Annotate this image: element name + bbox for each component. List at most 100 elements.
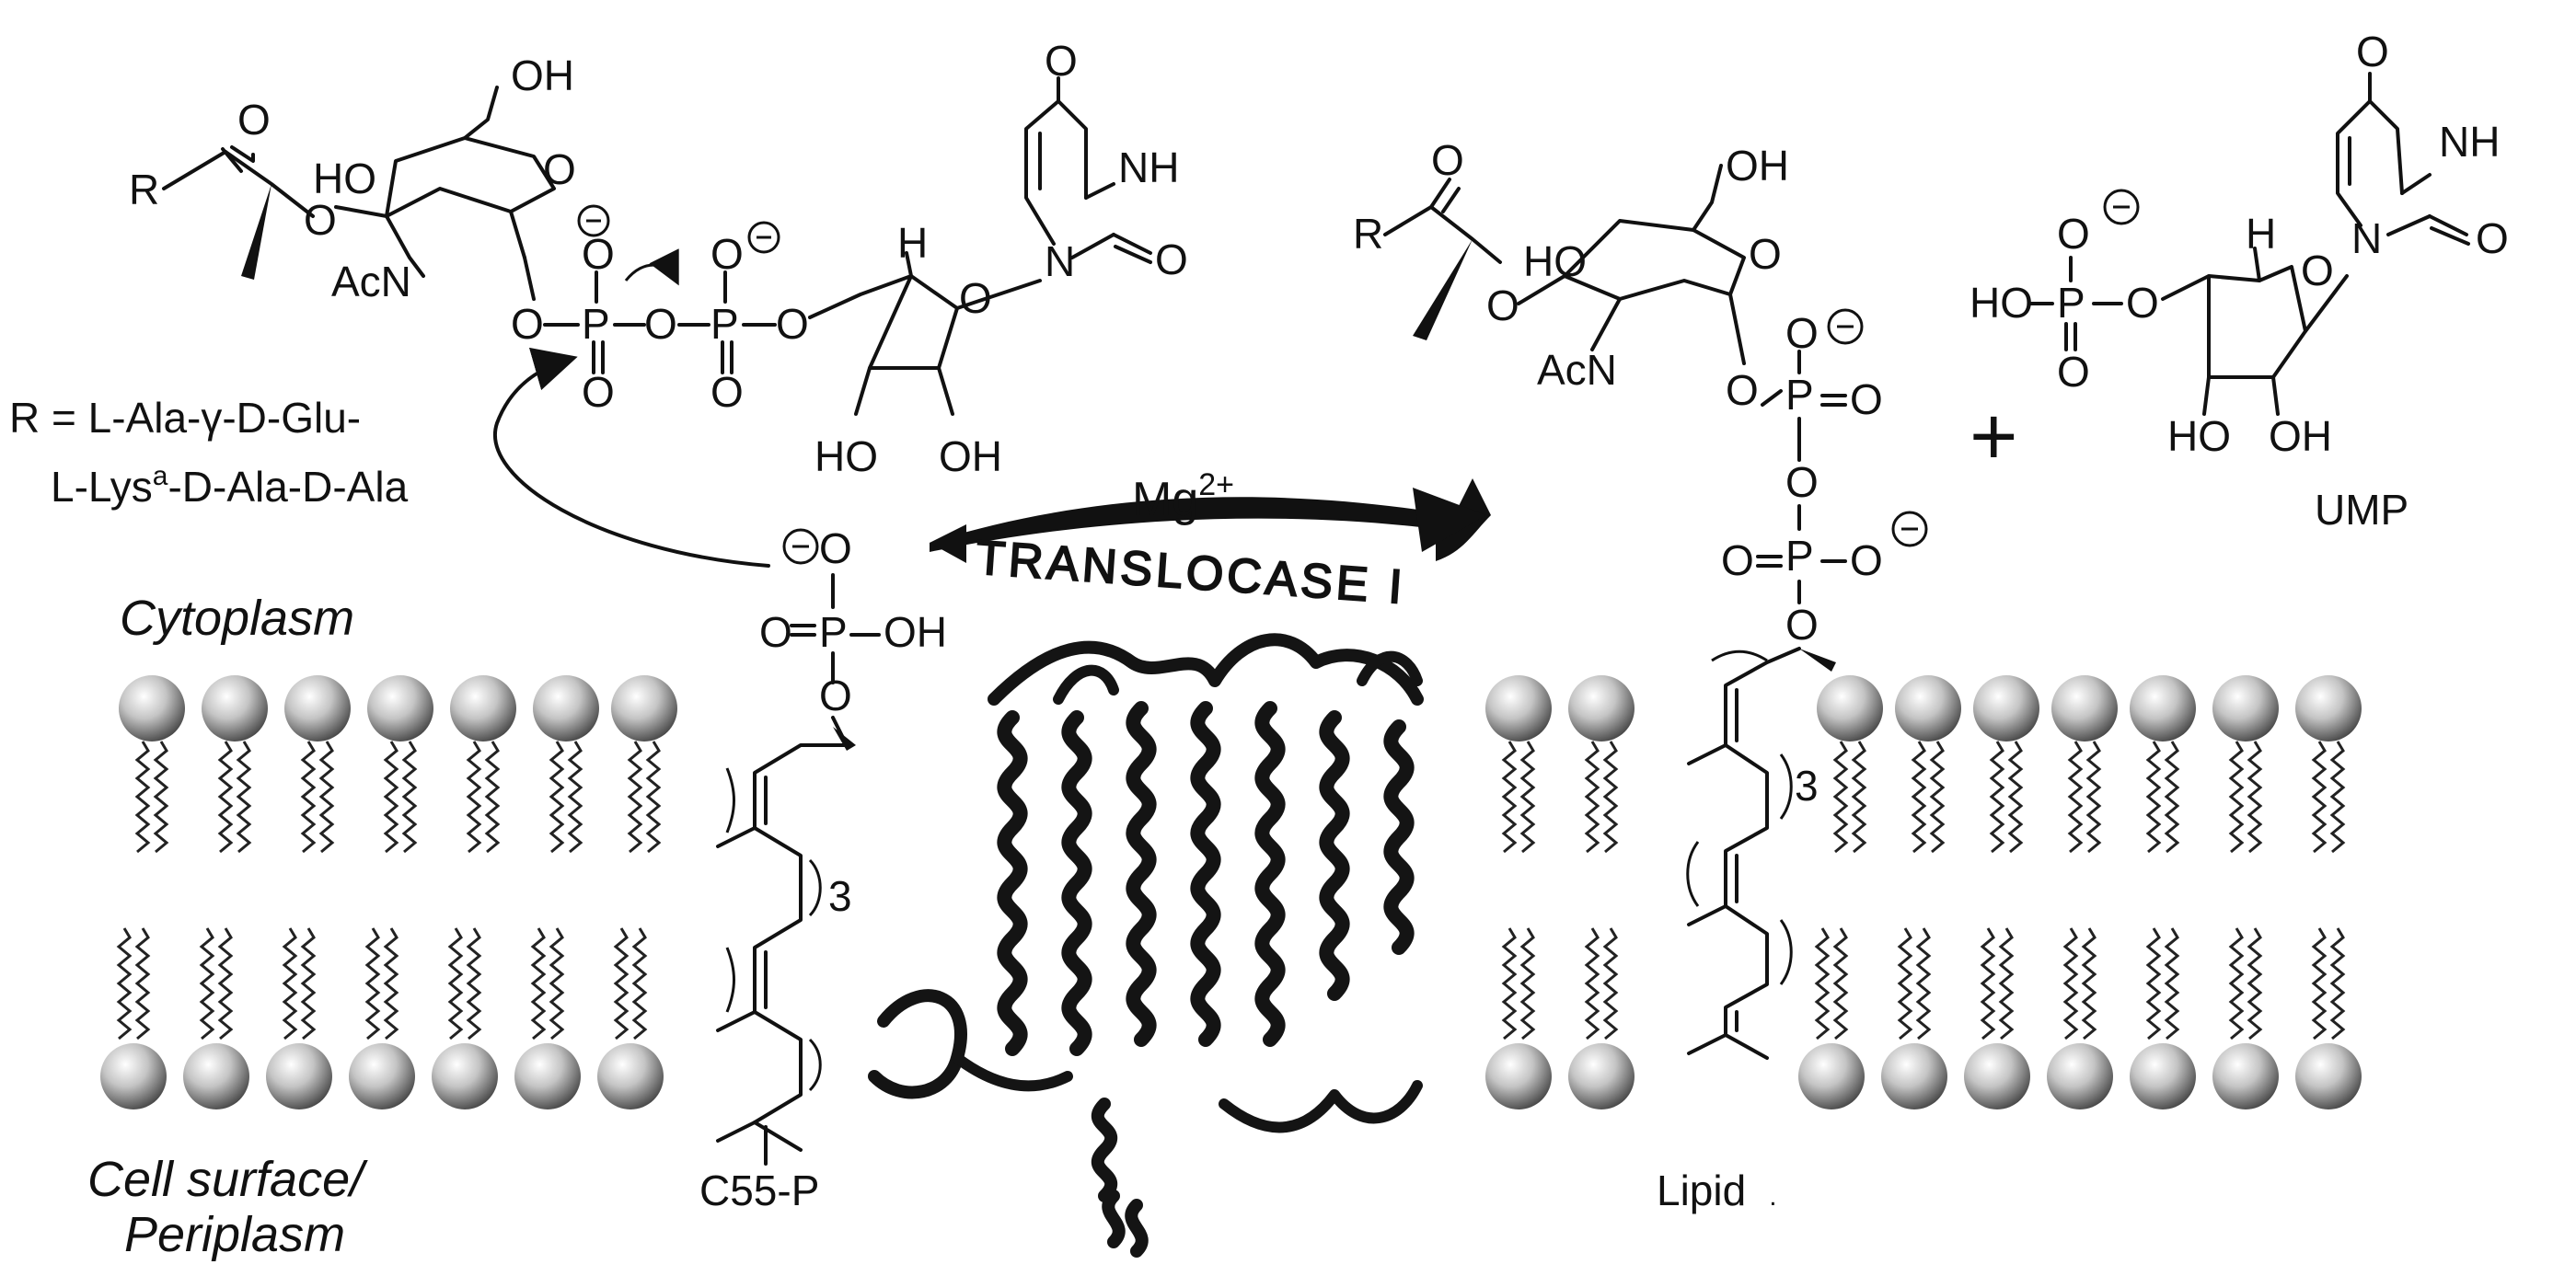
lipid-tail: [1602, 741, 1619, 854]
lipid-tail: [300, 927, 317, 1040]
lipid-tail: [1832, 927, 1849, 1040]
atom-o-ester-right: O: [1785, 601, 1819, 649]
plus-sign: +: [1970, 391, 2018, 483]
outer-leaflet-headgroup: [202, 675, 268, 741]
inner-leaflet-headgroup: [2212, 1043, 2279, 1109]
lipid-tail: [1519, 927, 1536, 1040]
lipid-tail: [645, 741, 662, 854]
reaction-arrow-body: [930, 478, 1491, 561]
atom-p2-right: P: [1785, 532, 1814, 580]
lipid-tail: [300, 741, 317, 854]
atom-o4-uracil-ump: O: [2356, 28, 2389, 75]
lipid-tail: [2164, 741, 2180, 854]
lipid-tail: [1602, 927, 1619, 1040]
atom-o2-uracil-left: O: [1155, 236, 1188, 283]
atom-oh-c6-left: OH: [511, 52, 574, 99]
outer-leaflet-headgroup: [1485, 675, 1552, 741]
lipid-i-label: Lipid.: [1657, 1167, 1777, 1214]
periplasm-label: Periplasm: [124, 1207, 345, 1262]
lipid-tail: [2145, 927, 2162, 1040]
atom-o-5prime-left: O: [776, 300, 809, 348]
lipid-tail: [1897, 927, 1913, 1040]
lipid-tail: [466, 927, 482, 1040]
lipid-tail: [466, 741, 482, 854]
lipid-tail: [1584, 927, 1600, 1040]
lipid-tail: [549, 927, 565, 1040]
lipid-tail: [530, 927, 547, 1040]
lipid-tail: [1519, 741, 1536, 854]
lipid-tail: [2081, 927, 2097, 1040]
lipid-tail: [2145, 741, 2162, 854]
lipid-tail: [217, 927, 234, 1040]
translocase-label: TRANSLOCASE I: [974, 531, 1407, 615]
atom-o-p2-minus-left: O: [710, 230, 744, 278]
lipid-tail: [447, 927, 464, 1040]
inner-leaflet-headgroup: [2130, 1043, 2196, 1109]
lipid-tail: [401, 741, 418, 854]
r-definition-line-1: R = L-Ala-γ-D-Glu-: [9, 394, 361, 442]
atom-o-anomeric-right: O: [1726, 366, 1759, 414]
lipid-tail: [549, 741, 565, 854]
inner-leaflet-headgroup: [1485, 1043, 1552, 1109]
lipid-tail: [134, 741, 151, 854]
atom-ho-c4-left: HO: [313, 155, 376, 202]
lipid-tail: [627, 741, 643, 854]
lipid-tail: [1501, 927, 1518, 1040]
lipid-tail: [2085, 741, 2102, 854]
c55p-label: C55-P: [699, 1167, 819, 1214]
lipid-tail: [1832, 741, 1849, 854]
lipid-tail: [1998, 927, 2015, 1040]
nucleophilic-attack-arrow: [493, 347, 770, 568]
atom-ho-2prime-ump: HO: [2167, 412, 2231, 460]
outer-leaflet-headgroup: [284, 675, 351, 741]
atom-o-ring-left: O: [543, 145, 576, 193]
lipid-tail: [1851, 741, 1867, 854]
atom-p-c55p: P: [819, 608, 848, 656]
lipid-tail: [2067, 741, 2084, 854]
translocase-protein-structure: [868, 633, 1424, 1258]
outer-leaflet-headgroup: [119, 675, 185, 741]
c55-p-molecule: O O P OH O 3: [716, 524, 947, 1166]
atom-o-furanose-left: O: [959, 274, 992, 322]
inner-leaflet-headgroup: [1881, 1043, 1947, 1109]
mg-cofactor: Mg2+: [1132, 467, 1234, 526]
atom-n1-uracil-left: N: [1045, 237, 1075, 285]
inner-leaflet-headgroup: [432, 1043, 498, 1109]
atom-o-double-c55p: O: [759, 608, 792, 656]
outer-leaflet-headgroup: [1568, 675, 1635, 741]
atom-ho-c4-right: HO: [1523, 237, 1587, 285]
lipid-tail: [2228, 927, 2245, 1040]
lipid-tail: [1989, 741, 2005, 854]
atom-nh-uracil-ump: NH: [2439, 118, 2500, 166]
inner-leaflet-headgroup: [1798, 1043, 1865, 1109]
atom-o-minus-c55p: O: [819, 524, 852, 572]
atom-ho-ump: HO: [1970, 279, 2033, 327]
atom-o-minus-ump: O: [2057, 210, 2090, 258]
lipid-tail: [631, 927, 648, 1040]
atom-o-double-p1-right: O: [1850, 375, 1883, 423]
atom-p1-left: P: [582, 300, 610, 348]
repeat-count-c55p: 3: [828, 872, 852, 920]
atom-oh-c6-right: OH: [1726, 142, 1789, 190]
reaction-arrow-tail: [930, 524, 966, 563]
ump-label: UMP: [2315, 486, 2409, 534]
inner-leaflet-headgroup: [1964, 1043, 2030, 1109]
atom-o-bridge-right: O: [1785, 458, 1819, 506]
atom-o-bridge-left: O: [644, 300, 677, 348]
lipid-tail: [1584, 741, 1600, 854]
outer-leaflet-headgroup: [2212, 675, 2279, 741]
lipid-tail: [217, 741, 234, 854]
lipid-tail: [2247, 741, 2263, 854]
atom-o-p1-minus-left: O: [582, 230, 615, 278]
lipid-tail: [484, 741, 501, 854]
atom-h-ump: H: [2246, 210, 2276, 258]
atom-o-minus-p2-right: O: [1850, 536, 1883, 584]
inner-leaflet-headgroup: [266, 1043, 332, 1109]
lipid-tail: [199, 927, 215, 1040]
inner-leaflet-headgroup: [597, 1043, 664, 1109]
r-definition-lys: L-Lys: [51, 463, 153, 511]
inner-leaflet-headgroup: [349, 1043, 415, 1109]
atom-o-double-ump: O: [2057, 348, 2090, 396]
lipid-tail: [2062, 927, 2079, 1040]
atom-acn-right: AcN: [1537, 346, 1617, 394]
